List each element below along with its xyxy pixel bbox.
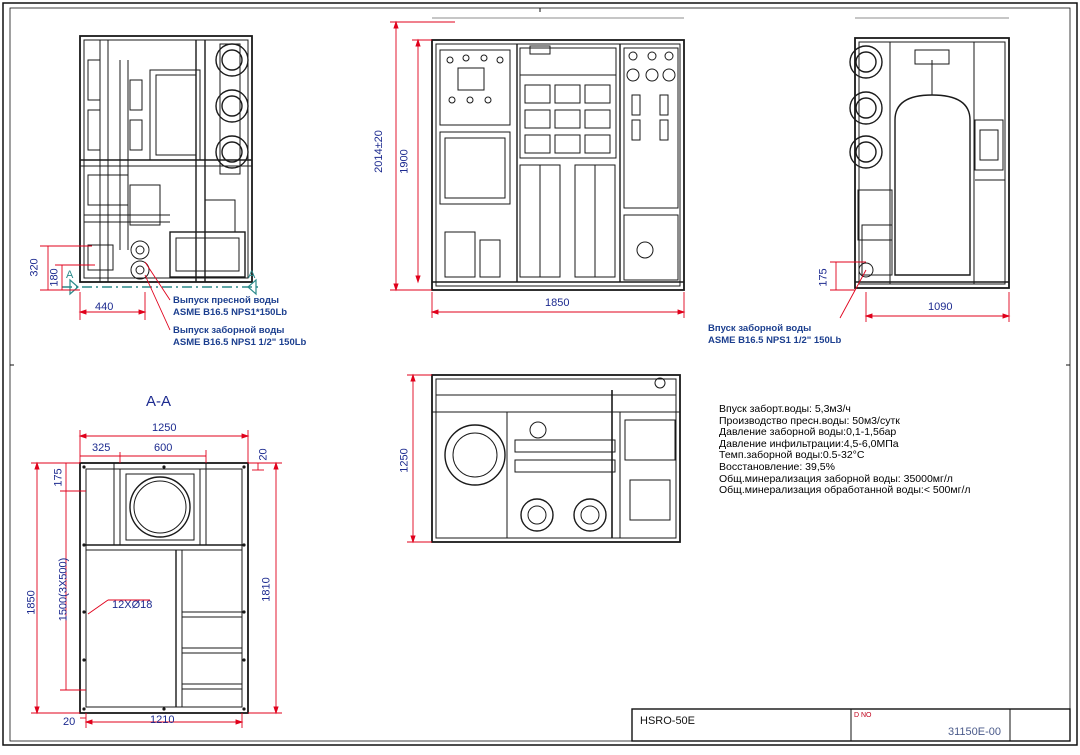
- note-inlet-feed-spec: ASME B16.5 NPS1 1/2" 150Lb: [708, 335, 842, 346]
- note-outlet-feed-spec: ASME B16.5 NPS1 1/2" 150Lb: [173, 337, 307, 348]
- dim-aa-1810: 1810: [260, 577, 273, 602]
- spec-line: Производство пресн.воды: 50м3/сутк: [719, 414, 900, 427]
- right-side-view: [849, 17, 1010, 289]
- spec-line: Впуск заборт.воды: 5,3м3/ч: [719, 403, 851, 415]
- title-block: [631, 708, 1071, 742]
- note-outlet-fresh-spec: ASME B16.5 NPS1*150Lb: [173, 307, 288, 318]
- spec-line: Восстановление: 39,5%: [719, 460, 835, 473]
- note-outlet-fresh-title: Выпуск пресной воды: [173, 295, 279, 306]
- left-dimensions: [40, 245, 171, 331]
- note-outlet-feed: Выпуск заборной воды ASME B16.5 NPS1 1/2…: [173, 325, 306, 349]
- dim-left-440: 440: [95, 301, 114, 313]
- note-inlet-feed: Впуск заборной воды ASME B16.5 NPS1 1/2"…: [708, 323, 841, 347]
- note-outlet-fresh: Выпуск пресной воды ASME B16.5 NPS1*150L…: [173, 295, 287, 319]
- left-side-view: [79, 35, 253, 283]
- dim-left-320: 320: [28, 258, 41, 277]
- dim-right-175: 175: [817, 268, 830, 287]
- section-line-a: [62, 278, 262, 296]
- dim-aa-600: 600: [154, 442, 173, 454]
- spec-line: Давление инфильтрации:4,5-6,0МПа: [719, 437, 899, 450]
- spec-list: Впуск заборт.воды: 5,3м3/ч Производство …: [719, 403, 971, 497]
- spec-line: Общ.минерализация заборной воды: 35000мг…: [719, 472, 953, 485]
- dim-aa-20-bottom: 20: [63, 716, 76, 728]
- note-inlet-feed-title: Впуск заборной воды: [708, 323, 812, 334]
- dim-aa-1250: 1250: [152, 422, 177, 434]
- title-block-dno-label: D NO: [854, 712, 872, 719]
- front-view: [431, 17, 685, 291]
- section-aa-view: [79, 462, 249, 714]
- dim-front-1850: 1850: [545, 297, 570, 309]
- top-dimensions: [407, 373, 432, 544]
- dim-aa-1500: 1500(3X500): [57, 557, 70, 622]
- section-marker-left: A: [66, 269, 74, 281]
- spec-line: Давление заборной воды:0,1-1,5бар: [719, 426, 897, 439]
- front-dimensions: [390, 20, 686, 318]
- note-outlet-feed-title: Выпуск заборной воды: [173, 325, 285, 336]
- dim-aa-holes: 12XØ18: [112, 599, 153, 611]
- title-block-model: HSRO-50E: [640, 715, 696, 727]
- right-dimensions: [830, 261, 1011, 322]
- dim-front-1900: 1900: [398, 149, 411, 174]
- dim-aa-1210: 1210: [150, 714, 175, 726]
- title-block-drawing-number: 31150E-00: [948, 726, 1002, 738]
- section-marker-right: A: [248, 269, 256, 281]
- dim-aa-1850: 1850: [25, 590, 38, 615]
- section-aa-title: A-A: [146, 393, 172, 410]
- dim-front-2014: 2014±20: [372, 130, 385, 173]
- dim-top-1250: 1250: [398, 448, 411, 473]
- dim-left-180: 180: [48, 268, 61, 287]
- dim-right-1090: 1090: [928, 301, 953, 313]
- spec-line: Темп.заборной воды:0.5-32°C: [719, 449, 865, 462]
- dim-aa-20-top: 20: [257, 448, 270, 461]
- dim-aa-325: 325: [92, 442, 111, 454]
- section-aa-dimensions: [31, 430, 282, 728]
- spec-line: Общ.минерализация обработанной воды:< 50…: [719, 484, 971, 497]
- top-view: [431, 374, 681, 543]
- dim-aa-175: 175: [52, 468, 65, 487]
